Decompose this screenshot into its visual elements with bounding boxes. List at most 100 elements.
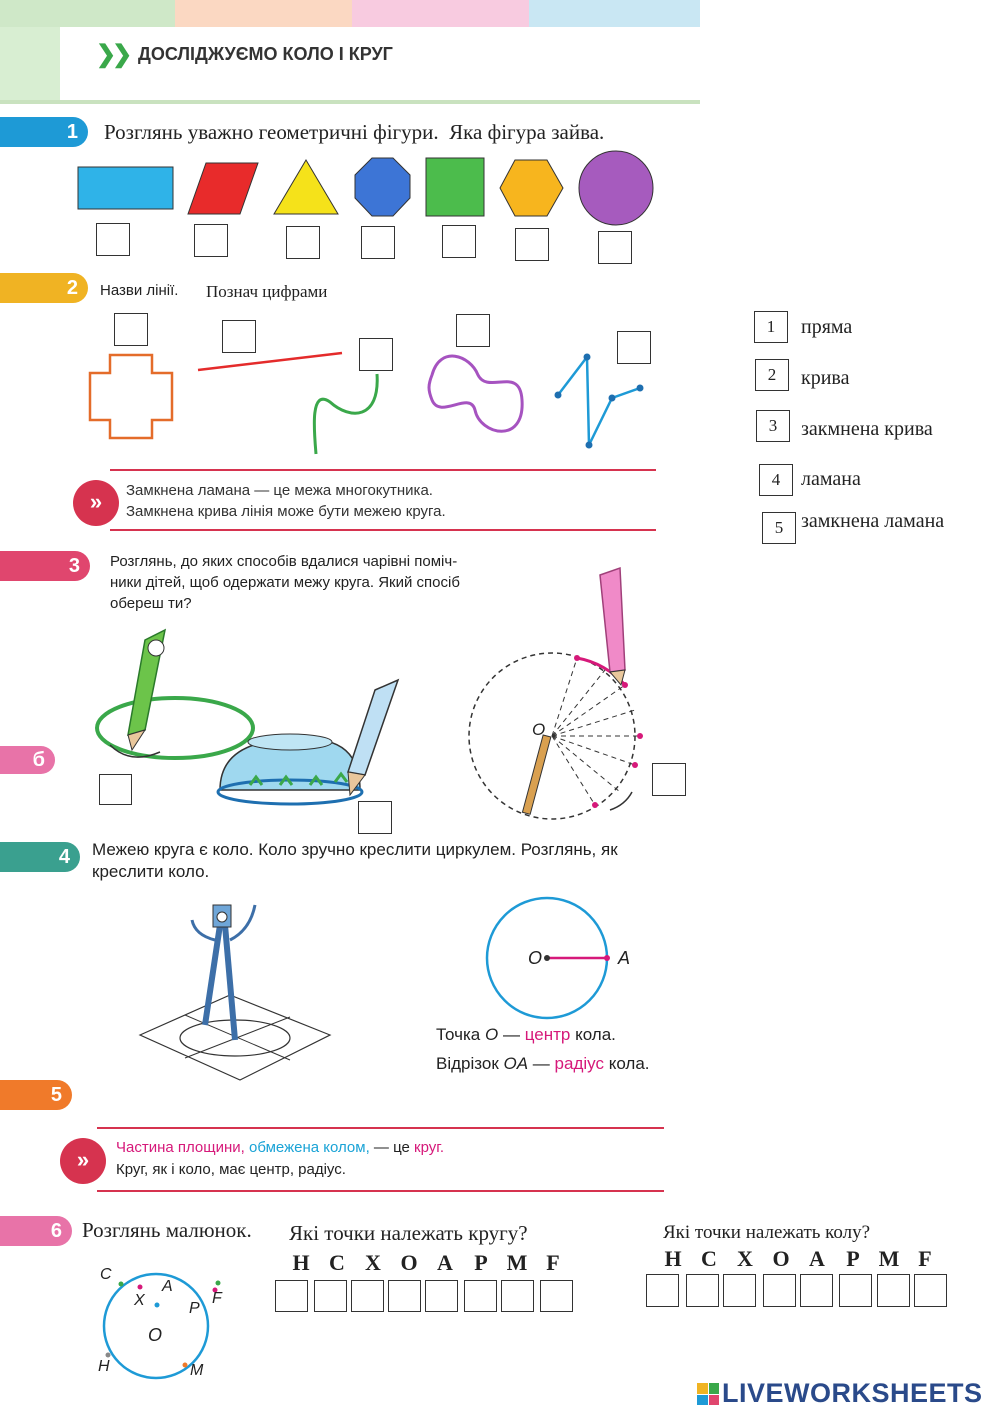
task1-answer-box-5[interactable] (442, 225, 476, 258)
def2-oa: OA (503, 1054, 529, 1073)
task1-answer-box-1[interactable] (96, 223, 130, 256)
legend-label-4: ламана (801, 468, 861, 490)
task3-line1: Розглянь, до яких способів вдалися чарів… (110, 553, 458, 570)
closed-curve (427, 354, 524, 433)
header-band (0, 27, 60, 102)
task2-instruction: Познач цифрами (206, 282, 328, 301)
point-label-p: P (189, 1300, 200, 1317)
answer-circ-o[interactable] (763, 1274, 796, 1307)
task3-illustration (95, 566, 643, 820)
def1-term: центр (524, 1025, 571, 1044)
point-label-x: X (134, 1292, 145, 1309)
task4-line2: креслити коло. (92, 862, 210, 881)
letter-o: О (400, 1250, 418, 1275)
task1-answer-box-2[interactable] (194, 224, 228, 257)
task1-answer-box-7[interactable] (598, 231, 632, 264)
letter-h: Н (292, 1250, 310, 1275)
rule1-top-line (110, 469, 656, 471)
watermark: LIVEWORKSHEETS (722, 1378, 983, 1408)
rule2-top-line (97, 1127, 664, 1129)
task1-answer-box-3[interactable] (286, 226, 320, 259)
task1-answer-box-4[interactable] (361, 226, 395, 259)
compass-illustration (138, 904, 332, 1081)
green-pencil-illustration (95, 628, 255, 760)
answer-circle-p[interactable] (464, 1280, 497, 1312)
answer-circle-f[interactable] (540, 1280, 573, 1312)
straight-line (197, 351, 343, 372)
letters-circumference: Н С Х О А Р М F (655, 1246, 943, 1272)
definition-center: Точка O — центр кола. (436, 1025, 616, 1045)
task1-shapes (77, 150, 654, 226)
answer-circle-c[interactable] (314, 1280, 347, 1312)
rule2-chevron-icon: » (60, 1138, 106, 1184)
letter2-o: О (772, 1246, 790, 1271)
task2-answer-box-2[interactable] (222, 320, 256, 353)
def1-post: кола. (575, 1025, 616, 1044)
task3-tab: 3 (0, 551, 90, 581)
task6-prompt: Розглянь малюнок. (82, 1218, 252, 1242)
task2-answer-box-3[interactable] (359, 338, 393, 371)
legend-label-2: крива (801, 367, 850, 389)
def1-dash: — (502, 1025, 520, 1044)
rule2-line1: Частина площини, обмежена колом, — це кр… (116, 1139, 444, 1156)
chevron-icon: ❯❯ (96, 41, 132, 68)
legend-num-5: 5 (762, 512, 796, 544)
answer-circle-a[interactable] (425, 1280, 458, 1312)
top-strip-orange (175, 0, 352, 27)
task6-question-circumference: Які точки належать колу? (663, 1222, 871, 1243)
points-circle-diagram (102, 1272, 221, 1380)
task4-tab: 4 (0, 842, 80, 872)
point-label-h: H (98, 1358, 110, 1375)
letter2-x: Х (737, 1246, 753, 1271)
legend-num-4: 4 (759, 464, 793, 496)
answer-circle-o[interactable] (388, 1280, 421, 1312)
task2-answer-box-5[interactable] (617, 331, 651, 364)
answer-circ-m[interactable] (877, 1274, 910, 1307)
point-label-f: F (212, 1290, 222, 1307)
answer-circ-f[interactable] (914, 1274, 947, 1307)
task3-answer-box-3[interactable] (652, 763, 686, 796)
task3-answer-box-2[interactable] (358, 801, 392, 834)
answer-circle-m[interactable] (501, 1280, 534, 1312)
shape-octagon (354, 157, 411, 217)
def2-pre: Відрізок (436, 1054, 499, 1073)
answer-circ-x[interactable] (723, 1274, 756, 1307)
point-label-o: O (148, 1325, 163, 1345)
point-a-label: A (618, 948, 631, 968)
answer-circ-a[interactable] (800, 1274, 833, 1307)
dashed-circle-illustration (468, 566, 643, 820)
shape-square (425, 157, 485, 217)
def2-term: радіус (554, 1054, 604, 1073)
answer-circle-h[interactable] (275, 1280, 308, 1312)
def2-post: кола. (608, 1054, 650, 1073)
letters-circle: Н С Х О А Р М F (283, 1250, 571, 1276)
task4-line1: Межею круга є коло. Коло зручно креслити… (92, 840, 618, 859)
task3-line3: обереш ти? (110, 595, 192, 612)
shape-parallelogram (187, 162, 259, 215)
answer-circle-x[interactable] (351, 1280, 384, 1312)
letter-m: М (506, 1250, 528, 1275)
task1-answer-box-6[interactable] (515, 228, 549, 261)
shape-triangle (273, 159, 339, 215)
task5-tab: 5 (0, 1080, 72, 1110)
letter-x: Х (365, 1250, 381, 1275)
top-strip-blue (529, 0, 700, 27)
legend-label-5: замкнена ламана (801, 510, 945, 532)
task2-answer-box-1[interactable] (114, 313, 148, 346)
task2-answer-box-4[interactable] (456, 314, 490, 347)
task3-line2: ники дітей, щоб одержати межу круга. Яки… (110, 574, 460, 591)
letter2-m: М (878, 1246, 900, 1271)
task3-answer-box-1[interactable] (99, 774, 132, 805)
bowl-illustration (216, 678, 400, 806)
task1-prompt: Розглянь уважно геометричні фігури. Яка … (104, 120, 604, 145)
answer-circ-c[interactable] (686, 1274, 719, 1307)
tab-b: б (0, 746, 55, 774)
letter-f: F (546, 1250, 560, 1275)
liveworksheets-logo-icon (697, 1383, 719, 1405)
answer-circ-p[interactable] (839, 1274, 872, 1307)
shape-hexagon (499, 159, 564, 217)
letter2-h: Н (664, 1246, 682, 1271)
rule2-part4: круг. (414, 1139, 445, 1156)
answer-circ-h[interactable] (646, 1274, 679, 1307)
rule1-chevron-icon: » (73, 480, 119, 526)
